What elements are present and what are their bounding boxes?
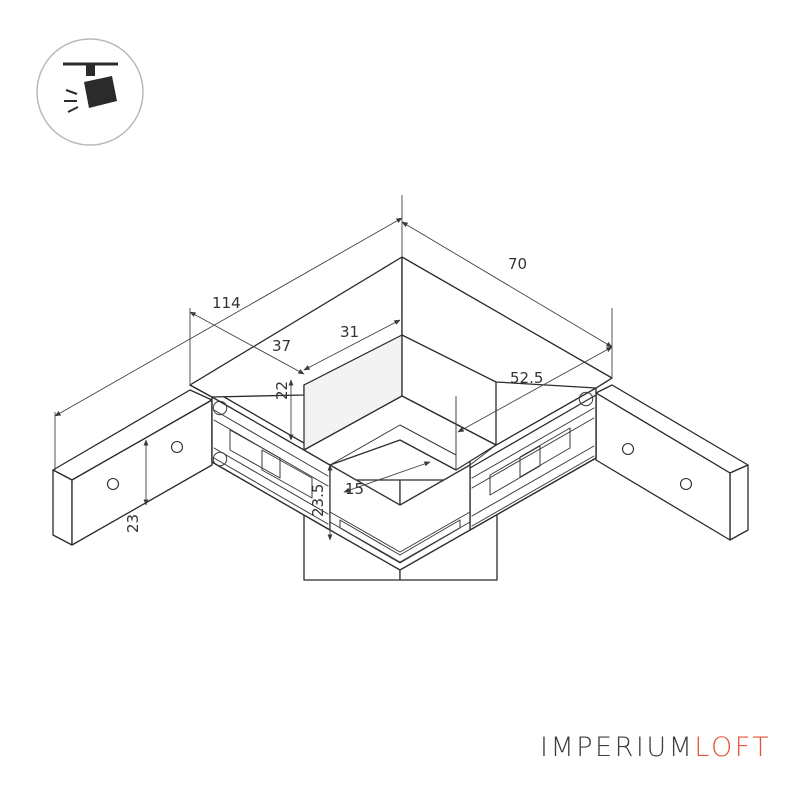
dimension-37: 37 — [272, 337, 291, 355]
brand-logo-part2: LOFT — [694, 732, 772, 763]
track-spotlight-icon — [36, 38, 144, 146]
screw-icon — [621, 442, 635, 456]
screw-icon — [106, 477, 120, 491]
screw-icon — [170, 440, 184, 454]
brand-logo-part1: IMPERIUM — [540, 732, 695, 763]
screw-icon — [679, 477, 693, 491]
dimension-lines — [54, 195, 613, 541]
dimension-23: 23 — [124, 514, 142, 533]
dimension-70: 70 — [508, 255, 527, 273]
brand-logo: IMPERIUMLOFT — [540, 732, 771, 763]
dimension-52-5: 52.5 — [510, 369, 543, 387]
dimension-15: 15 — [345, 480, 364, 498]
dimension-114: 114 — [212, 294, 241, 312]
dimension-22: 22 — [273, 381, 291, 400]
dimension-23-5: 23.5 — [309, 484, 327, 517]
dimension-31: 31 — [340, 323, 359, 341]
right-mounting-plate — [595, 384, 749, 541]
